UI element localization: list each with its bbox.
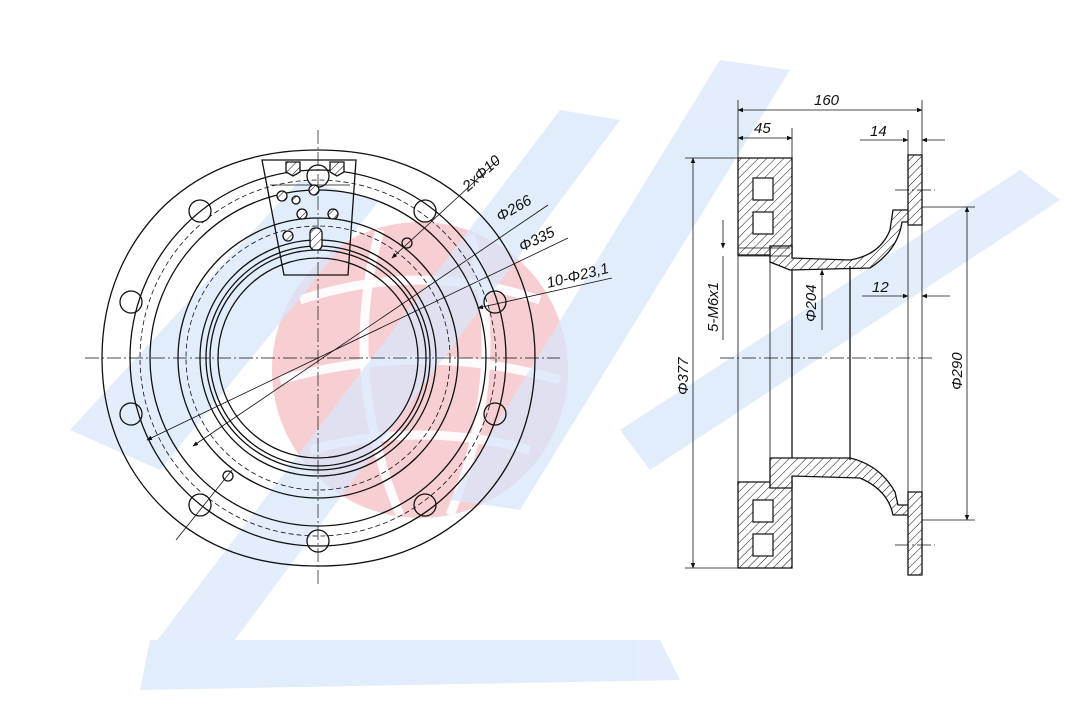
bolt-hole: [119, 290, 143, 314]
watermark-stroke-s: [70, 180, 380, 470]
section-view: 160 45 14 12 Φ377 5-M6x1 Φ204 Φ290: [675, 92, 975, 576]
pcd-266-circle: [185, 225, 451, 491]
bolt-hole: [413, 199, 437, 223]
section-ring-top: [737, 157, 793, 256]
bolt-hole: [306, 529, 330, 553]
label-14: 14: [870, 123, 887, 140]
label-45: 45: [754, 120, 771, 137]
label-12: 12: [872, 279, 889, 296]
leader-bolt: [477, 277, 613, 310]
watermark-stroke-r: [450, 60, 790, 510]
label-d204: Φ204: [803, 284, 820, 322]
watermark: [70, 60, 1060, 690]
bolt-hole: [188, 493, 212, 517]
watermark-stroke-bottom: [140, 640, 680, 690]
watermark-stroke-a: [150, 110, 620, 660]
bolt-hole: [119, 402, 143, 426]
watermark-stroke-l: [620, 170, 1060, 470]
leader-d335: [146, 237, 569, 441]
bolt-hole: [483, 402, 507, 426]
cutaway-segment: [261, 159, 357, 276]
outer-flange-contour: [101, 149, 536, 567]
hub-circle-2: [177, 217, 459, 499]
leader-2xd10-ext: [175, 469, 233, 541]
label-d290: Φ290: [949, 352, 966, 390]
leader-2xd10: [391, 159, 499, 259]
flange-inner-circle: [129, 169, 507, 547]
label-d377: Φ377: [675, 357, 692, 395]
pcd-335-circle: [139, 179, 497, 537]
section-flange-bottom: [907, 491, 923, 576]
section-hub-bottom: [769, 457, 911, 516]
label-thread: 5-M6x1: [705, 282, 722, 332]
bore-circle: [217, 257, 419, 459]
small-hole-bottom: [222, 470, 234, 482]
bolt-hole: [188, 199, 212, 223]
small-hole-top: [401, 237, 413, 249]
label-160: 160: [814, 92, 840, 109]
leader-d266: [192, 204, 549, 447]
bolt-hole: [413, 493, 437, 517]
label-2xd10: 2xΦ10: [459, 152, 505, 196]
